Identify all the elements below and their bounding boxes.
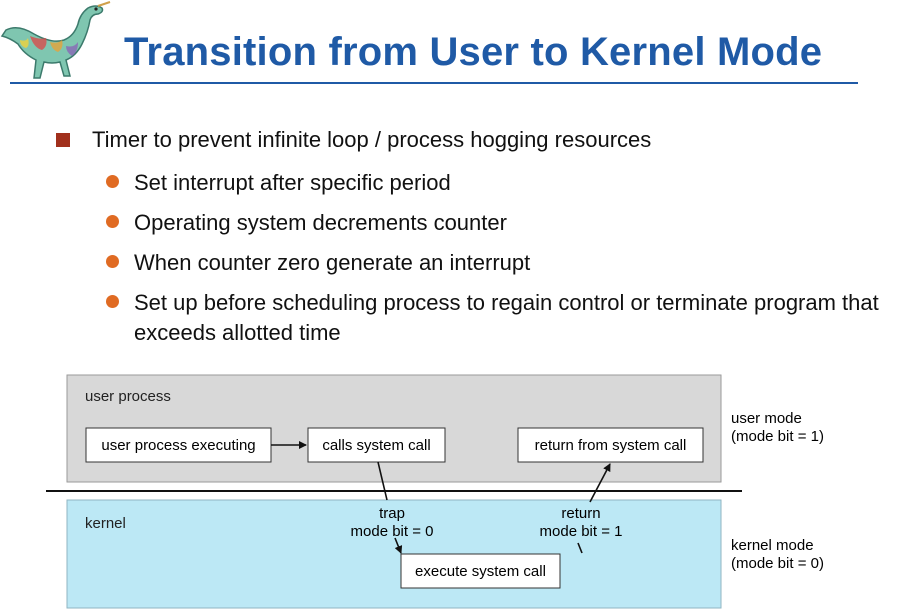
- title-underline: [10, 82, 858, 84]
- kernel-mode-label: kernel mode: [731, 537, 814, 554]
- sub-bullet-text: Set interrupt after specific period: [134, 170, 451, 195]
- trap-mode-bit-label: mode bit = 0: [351, 523, 434, 540]
- return-arrow-lower: [577, 542, 583, 554]
- bullet-list: Timer to prevent infinite loop / process…: [56, 127, 879, 345]
- dinosaur-logo: [0, 1, 111, 79]
- user-mode-label: user mode: [731, 410, 802, 427]
- trap-label: trap: [379, 505, 405, 522]
- return-from-system-call-text: return from system call: [535, 437, 687, 454]
- round-bullet-icon: [106, 255, 119, 268]
- execute-system-call-box: [400, 553, 561, 589]
- user-mode-bit-label: (mode bit = 1): [731, 428, 824, 445]
- round-bullet-icon: [106, 215, 119, 228]
- return-arrow-upper: [589, 463, 611, 503]
- sub-bullet-text: Set up before scheduling process to rega…: [134, 290, 879, 345]
- round-bullet-icon: [106, 295, 119, 308]
- kernel-region: [66, 499, 722, 609]
- slide-title: Transition from User to Kernel Mode: [124, 30, 823, 74]
- calls-system-call-text: calls system call: [322, 437, 430, 454]
- return-mode-bit-label: mode bit = 1: [540, 523, 623, 540]
- return-label: return: [561, 505, 600, 522]
- user-process-executing-text: user process executing: [101, 437, 255, 454]
- main-bullet-text: Timer to prevent infinite loop / process…: [92, 127, 652, 152]
- round-bullet-icon: [106, 175, 119, 188]
- user-process-label: user process: [85, 388, 171, 405]
- sub-bullet-text: Operating system decrements counter: [134, 210, 507, 235]
- square-bullet-icon: [56, 133, 70, 147]
- kernel-label: kernel: [85, 515, 126, 532]
- dinosaur-icon: [0, 1, 111, 79]
- return-from-system-call-box: [517, 427, 704, 463]
- kernel-mode-bit-label: (mode bit = 0): [731, 555, 824, 572]
- trap-arrow-upper: [377, 461, 388, 501]
- sub-bullet-text: When counter zero generate an interrupt: [134, 250, 531, 275]
- execute-system-call-text: execute system call: [415, 563, 546, 580]
- calls-system-call-box: [307, 427, 446, 463]
- trap-arrow-lower: [394, 537, 403, 554]
